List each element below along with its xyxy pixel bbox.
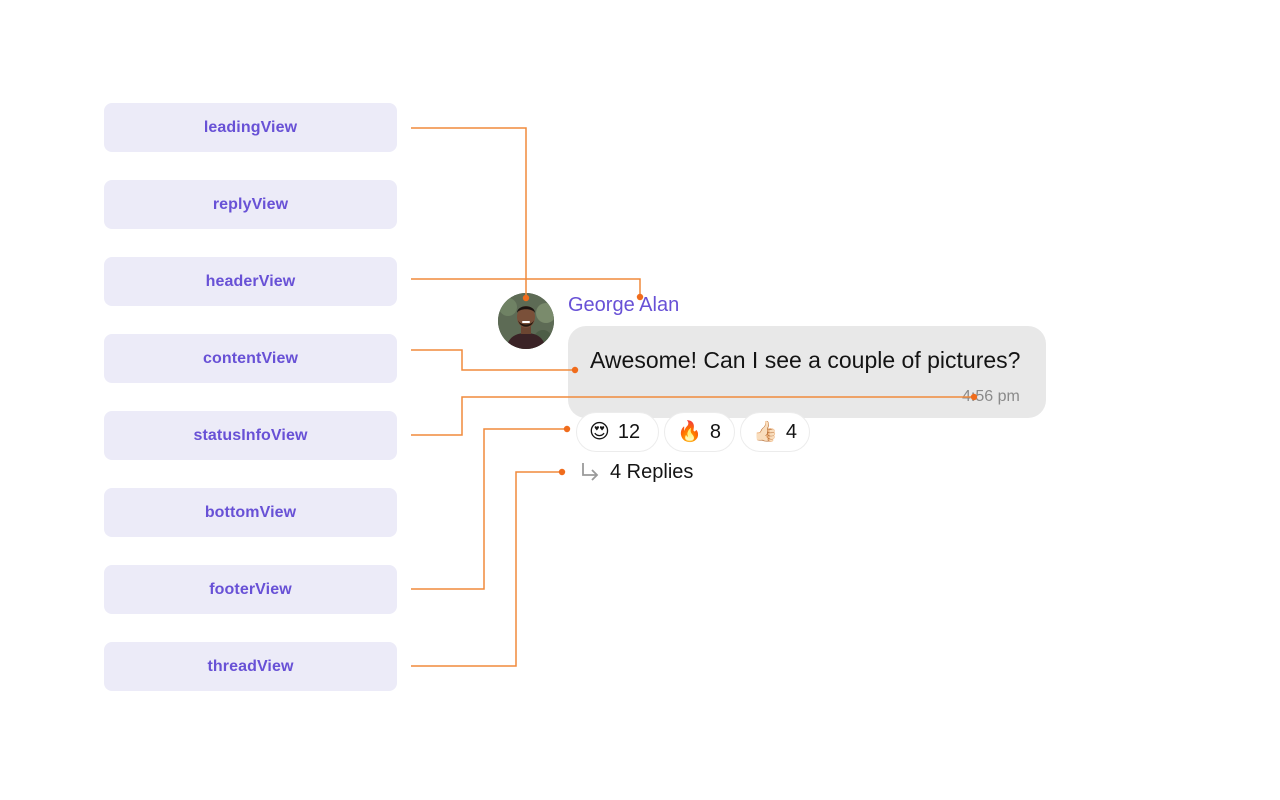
label-header-view: headerView: [104, 257, 397, 306]
connector-leading-view: [411, 127, 527, 298]
label-content-view: contentView: [104, 334, 397, 383]
sender-name: George Alan: [568, 294, 680, 316]
thumbs-up-emoji-icon: 👍🏻: [753, 421, 778, 443]
label-bottom-view: bottomView: [104, 488, 397, 537]
connector-thread-view: [411, 471, 562, 667]
connector-footer-view: [411, 428, 567, 590]
avatar[interactable]: [498, 293, 554, 349]
heart-eyes-emoji-icon: 😍: [589, 421, 610, 443]
label-status-info-view: statusInfoView: [104, 411, 397, 460]
reaction-thumbs-up[interactable]: 👍🏻 4: [740, 412, 810, 452]
thread-replies-link[interactable]: 4 Replies: [580, 459, 693, 485]
fire-emoji-icon: 🔥: [677, 421, 702, 443]
connector-dot-footer: [563, 425, 571, 433]
label-leading-view: leadingView: [104, 103, 397, 152]
reaction-count: 4: [785, 420, 798, 443]
reaction-heart-eyes[interactable]: 😍 12: [576, 412, 659, 452]
connector-dot-thread: [558, 468, 566, 476]
label-thread-view: threadView: [104, 642, 397, 691]
reaction-fire[interactable]: 🔥 8: [664, 412, 735, 452]
label-reply-view: replyView: [104, 180, 397, 229]
message-text: Awesome! Can I see a couple of pictures?: [590, 347, 1021, 373]
message-timestamp: 4:56 pm: [962, 388, 1020, 405]
reaction-count: 12: [617, 420, 641, 443]
avatar-photo: [498, 293, 554, 349]
label-footer-view: footerView: [104, 565, 397, 614]
connector-content-view: [411, 349, 575, 371]
replies-label: 4 Replies: [610, 460, 694, 483]
reaction-count: 8: [709, 420, 722, 443]
reply-arrow-icon: [582, 463, 599, 481]
